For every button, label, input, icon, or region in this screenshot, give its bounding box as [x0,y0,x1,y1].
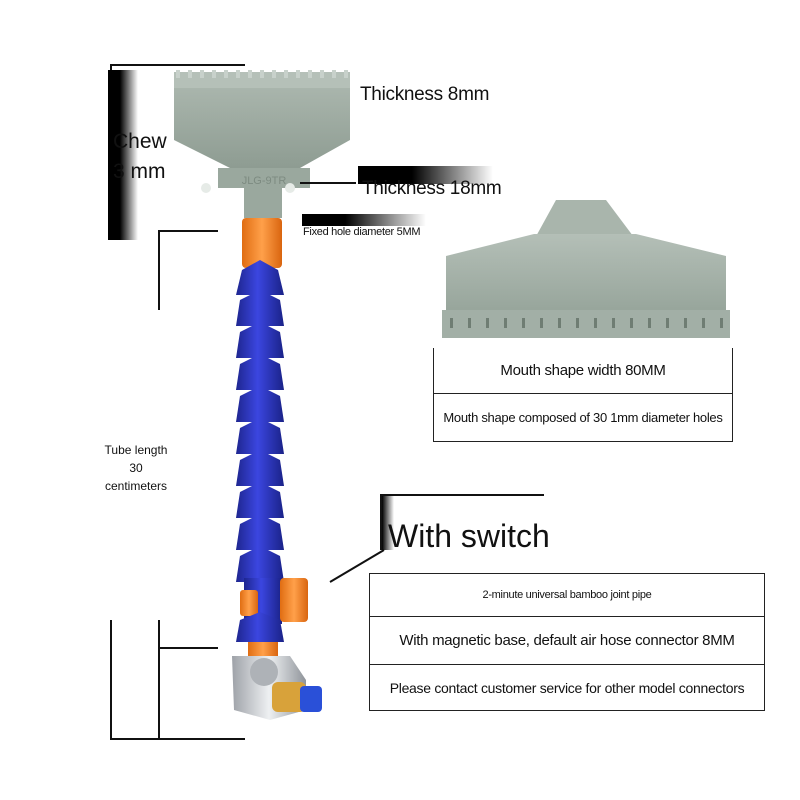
dim-line-mid-tick [158,230,218,232]
thickness-bottom-label: Thickness 18mm [362,178,502,199]
tube-length-label: Tube length 30 centimeters [98,441,174,495]
bamboo-pipe-label: 2-minute universal bamboo joint pipe [482,589,652,601]
mouth-holes-box: Mouth shape composed of 30 1mm diameter … [433,394,733,442]
bamboo-pipe-box: 2-minute universal bamboo joint pipe [369,573,765,617]
tube-length-line2: 30 [129,461,143,475]
switch-callout-left [380,494,382,550]
thickness-top-label: Thickness 8mm [360,84,490,105]
fixed-hole-label: Fixed hole diameter 5MM [303,226,421,238]
magnetic-base-label: With magnetic base, default air hose con… [399,632,735,649]
dim-line-top-tick [110,64,245,66]
contact-service-box: Please contact customer service for othe… [369,665,765,711]
mouth-holes-label: Mouth shape composed of 30 1mm diameter … [443,410,723,425]
mouth-width-box: Mouth shape width 80MM [433,348,733,394]
dim-line-tube-vertical-low [158,620,160,740]
switch-callout-top [380,494,544,496]
nozzle-mark-text: JLG-9TR [242,175,287,187]
magnetic-base-box: With magnetic base, default air hose con… [369,617,765,665]
dim-line-left-bottom [110,620,112,740]
chew-label-line1: Chew [113,130,167,153]
dim-line-tube-vertical [158,230,160,310]
dim-line-bottom-tick [110,738,245,740]
fixed-hole-shade [302,214,426,226]
air-nozzle-illustration: JLG-9TR [174,70,350,720]
with-switch-label: With switch [388,518,550,554]
thickness-shade [358,166,493,184]
nozzle-closeup-illustration [442,200,730,338]
mouth-width-label: Mouth shape width 80MM [500,362,666,379]
switch-callout-shade [382,496,394,550]
chew-label-line2: 3 mm [113,160,166,183]
contact-service-label: Please contact customer service for othe… [389,679,745,696]
chew-shade [108,70,138,240]
tube-length-line1: Tube length [104,443,168,457]
thickness-pointer [300,182,356,184]
switch-pointer [329,549,385,583]
tube-length-line3: centimeters [104,479,168,493]
dim-line-base-tick [158,647,218,649]
